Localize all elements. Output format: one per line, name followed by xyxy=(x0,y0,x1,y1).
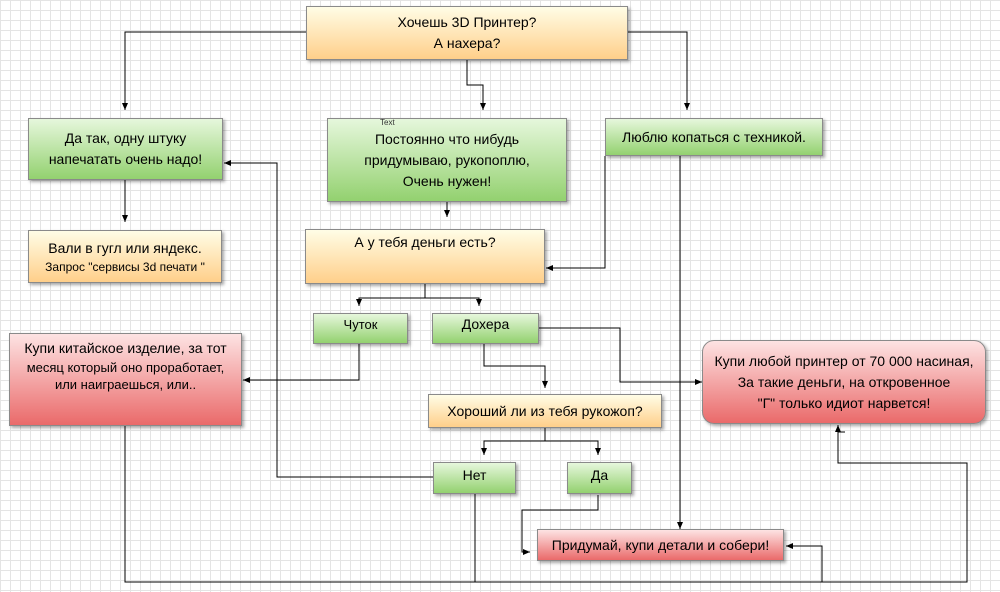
edge-no-to-print-one xyxy=(224,160,433,478)
node-chinese-line2: месяц который оно проработает, xyxy=(26,360,225,375)
node-invent[interactable]: Постоянно что нибудь придумываю, рукопоп… xyxy=(327,118,567,202)
edge-tinker-to-money xyxy=(546,156,606,271)
node-no[interactable]: Нет xyxy=(433,462,516,494)
node-expensive-line3: "Г" только идиот нарвется! xyxy=(757,394,931,411)
node-money[interactable]: А у тебя деньги есть? xyxy=(305,229,545,284)
node-invent-line3: Очень нужен! xyxy=(402,172,492,189)
node-print-one-line1: Да так, одну штуку xyxy=(64,130,187,146)
node-no-line1: Нет xyxy=(462,467,487,483)
node-expensive[interactable]: Купи любой принтер от 70 000 насиная, За… xyxy=(702,340,986,424)
edge-money-to-little xyxy=(356,284,426,306)
edge-handy-to-no xyxy=(481,428,546,455)
edge-start-to-invent xyxy=(466,60,486,110)
node-handy-line1: Хороший ли из тебя рукожоп? xyxy=(447,402,643,419)
edge-little-to-chinese xyxy=(243,344,360,383)
node-chinese[interactable]: Купи китайское изделие, за тот месяц кот… xyxy=(9,333,242,426)
node-google[interactable]: Вали в гугл или яндекс. Запрос "сервисы … xyxy=(28,230,222,283)
node-chinese-line3: или наиграешься, или.. xyxy=(54,377,197,392)
edge-start-to-tinker xyxy=(628,31,690,110)
node-chinese-line1: Купи китайское изделие, за тот xyxy=(24,340,227,356)
node-lots[interactable]: Дохера xyxy=(432,313,539,344)
node-yes-line1: Да xyxy=(590,467,609,483)
node-invent-line1: Постоянно что нибудь xyxy=(374,130,520,147)
node-tinker[interactable]: Люблю копаться с техникой. xyxy=(605,118,823,156)
node-diy[interactable]: Придумай, купи детали и собери! xyxy=(537,529,784,561)
text-tag: Text xyxy=(380,118,395,127)
node-tinker-line1: Люблю копаться с техникой. xyxy=(622,128,806,145)
edge-lots-to-handy xyxy=(483,344,548,388)
node-handy[interactable]: Хороший ли из тебя рукожоп? xyxy=(428,394,662,428)
edge-loop-to-expensive xyxy=(822,425,968,583)
node-little[interactable]: Чуток xyxy=(313,313,408,344)
edge-yes-to-diy xyxy=(521,495,599,555)
node-start-line2: А нахера? xyxy=(433,35,501,51)
node-little-line1: Чуток xyxy=(343,317,378,332)
node-expensive-line2: За такие деньги, на откровенное xyxy=(737,373,951,390)
node-money-line1: А у тебя деньги есть? xyxy=(354,234,496,250)
edge-handy-to-yes xyxy=(545,440,601,455)
node-google-line1: Вали в гугл или яндекс. xyxy=(48,239,202,256)
node-diy-line1: Придумай, купи детали и собери! xyxy=(551,536,770,553)
edge-lots-to-expensive xyxy=(539,327,702,385)
node-yes[interactable]: Да xyxy=(567,462,632,494)
node-google-line2: Запрос "сервисы 3d печати " xyxy=(45,259,205,274)
node-start-line1: Хочешь 3D Принтер? xyxy=(397,14,537,30)
node-expensive-line1: Купи любой принтер от 70 000 насиная, xyxy=(714,352,974,369)
node-start-question[interactable]: Хочешь 3D Принтер? А нахера? xyxy=(306,6,628,60)
edge-money-to-lots xyxy=(425,297,482,306)
edge-start-to-print-one xyxy=(122,31,306,110)
node-invent-line2: придумываю, рукопоплю, xyxy=(364,151,530,168)
node-print-one[interactable]: Да так, одну штуку напечатать очень надо… xyxy=(28,118,223,180)
node-lots-line1: Дохера xyxy=(461,316,510,332)
node-print-one-line2: напечатать очень надо! xyxy=(48,151,203,167)
